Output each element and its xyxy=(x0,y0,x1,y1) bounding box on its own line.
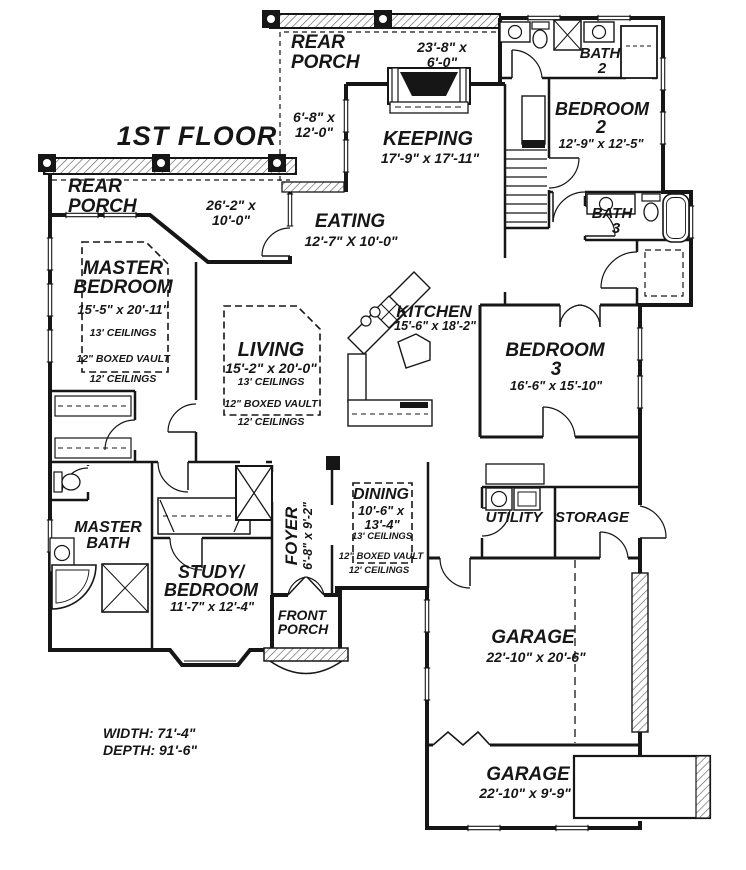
bath2-fixtures xyxy=(499,19,658,79)
bedroom2-number: 2 xyxy=(595,117,607,137)
plan-depth-note: DEPTH: 91'-6" xyxy=(103,742,197,758)
foyer-label-group: FOYER 6'-8" x 9'-2" xyxy=(281,502,315,570)
bedroom2-label: BEDROOM xyxy=(555,99,649,119)
bedroom2-dims: 12'-9" x 12'-5" xyxy=(558,136,644,151)
bath2-label: BATH xyxy=(579,45,621,62)
bedroom3-label: BEDROOM xyxy=(505,340,605,361)
living-note-3: 12' CEILINGS xyxy=(237,416,305,428)
garage1-label: GARAGE xyxy=(491,627,575,648)
living-label: LIVING xyxy=(237,339,305,361)
bedroom3-number: 3 xyxy=(550,359,562,380)
living-dims: 15'-2" x 20'-0" xyxy=(225,360,317,376)
keeping-label: KEEPING xyxy=(382,128,474,150)
dining-note-1: 13' CEILINGS xyxy=(351,531,413,542)
utility-label: UTILITY xyxy=(485,509,543,526)
bedroom3-dims: 16'-6" x 15'-10" xyxy=(509,378,603,393)
dining-dims-1: 10'-6" x xyxy=(357,503,405,518)
storage-label: STORAGE xyxy=(555,509,629,526)
kitchen-dims: 15'-6" x 18'-2" xyxy=(394,319,476,333)
foyer-label: FOYER xyxy=(281,506,301,566)
closets xyxy=(54,395,273,535)
boxed-vault-outlines xyxy=(81,241,413,564)
study-label-1: STUDY/ xyxy=(177,562,245,582)
dining-label: DINING xyxy=(353,486,409,503)
bath3-label: BATH xyxy=(591,205,633,222)
door-swings xyxy=(61,49,667,596)
staircase xyxy=(506,95,547,223)
dining-note-2: 12" BOXED VAULT xyxy=(338,551,424,562)
master-bedroom-label-2: BEDROOM xyxy=(73,277,173,298)
front-porch-label-2: PORCH xyxy=(277,621,329,637)
garage2-dims: 22'-10" x 9'-9" xyxy=(479,785,571,801)
master-bedroom-note-3: 12' CEILINGS xyxy=(89,373,157,385)
eating-label: EATING xyxy=(314,211,386,232)
master-bedroom-label-1: MASTER xyxy=(82,258,164,279)
door-openings xyxy=(84,74,652,821)
master-bath-label-1: MASTER xyxy=(74,519,142,536)
eating-dims: 12'-7" X 10'-0" xyxy=(304,233,398,249)
utility-fixtures xyxy=(485,463,545,511)
garage2-label: GARAGE xyxy=(486,764,570,785)
bath2-number: 2 xyxy=(597,60,607,77)
living-note-2: 12" BOXED VAULT xyxy=(224,398,318,410)
keeping-dims: 17'-9" x 17'-11" xyxy=(380,150,480,166)
foyer-dims: 6'-8" x 9'-2" xyxy=(300,502,315,570)
kitchen-label: KITCHEN xyxy=(396,302,472,321)
front-porch-label-1: FRONT xyxy=(277,607,327,623)
study-dims: 11'-7" x 12'-4" xyxy=(169,599,255,614)
bath3-fixtures xyxy=(586,193,690,297)
column-markers xyxy=(326,456,340,470)
master-bath-label-2: BATH xyxy=(86,535,130,552)
fireplace xyxy=(387,67,471,114)
dining-dims-2: 13'-4" xyxy=(364,517,400,532)
bath3-number: 3 xyxy=(611,220,621,237)
front-porch-structure xyxy=(263,647,349,675)
living-note-1: 13' CEILINGS xyxy=(237,376,305,388)
master-bedroom-note-2: 12" BOXED VAULT xyxy=(76,353,170,365)
dining-note-3: 12' CEILINGS xyxy=(348,565,410,576)
master-bedroom-note-1: 13' CEILINGS xyxy=(89,327,157,339)
master-bath-fixtures xyxy=(49,471,149,613)
garage-features xyxy=(184,560,712,820)
master-bedroom-dims: 15'-5" x 20'-11" xyxy=(77,302,169,317)
rear-porch-left-structure xyxy=(38,154,297,181)
kitchen-fixtures xyxy=(347,271,433,427)
garage1-dims: 22'-10" x 20'-6" xyxy=(486,649,586,665)
page-title: 1ST FLOOR xyxy=(116,121,278,151)
study-label-2: BEDROOM xyxy=(164,580,258,600)
plan-width-note: WIDTH: 71'-4" xyxy=(103,725,196,741)
